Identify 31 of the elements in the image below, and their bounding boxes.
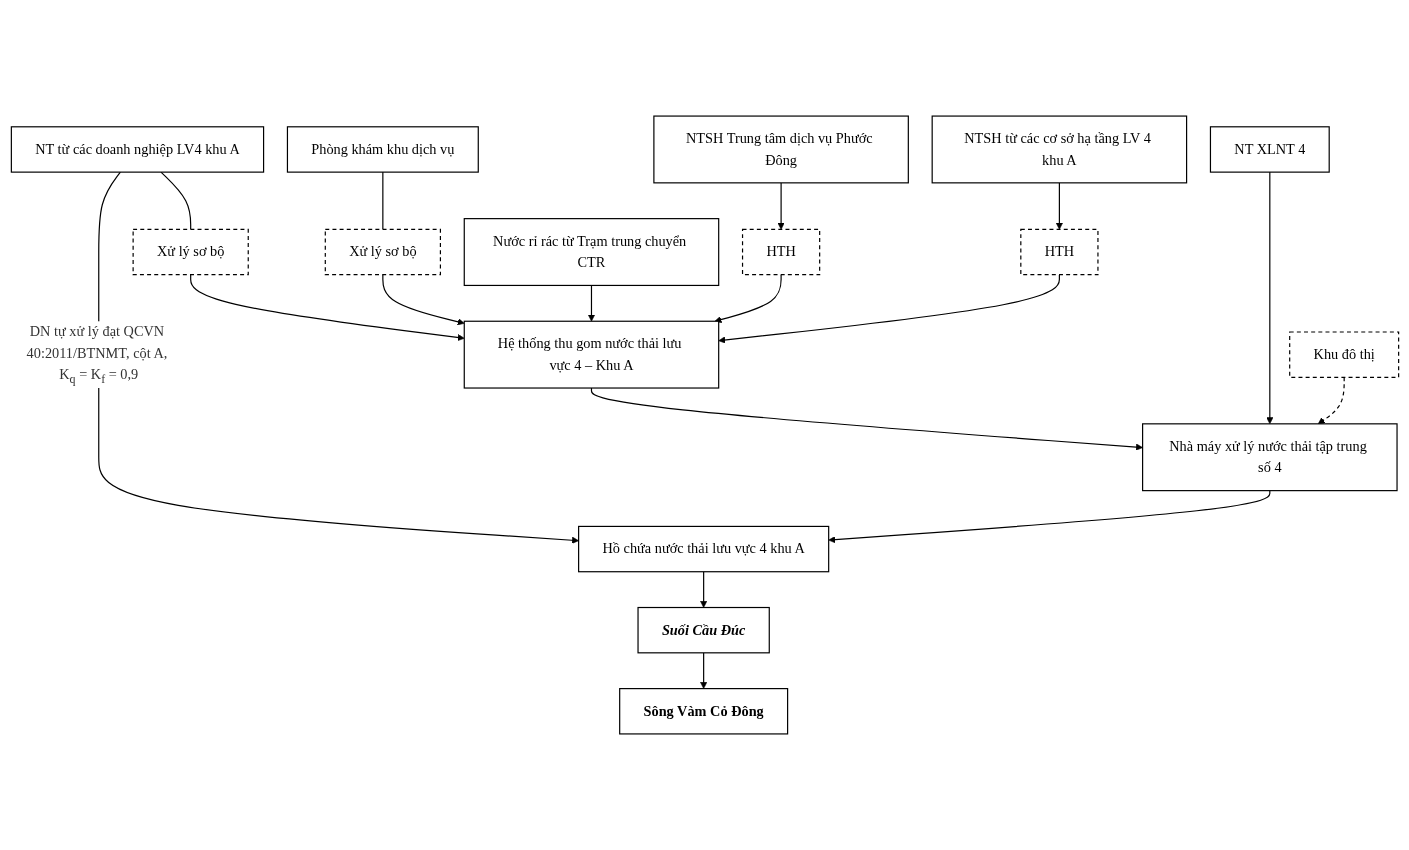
arrow [381,274,465,326]
arrow [777,182,785,230]
connector [381,171,383,230]
arrow [590,387,1143,451]
arrow [699,652,707,689]
node-box: Hồ chứa nước thải lưu vực 4 khu A [577,525,829,573]
node-box: Hệ thống thu gom nước thải lưu vực 4 – Khu A [463,320,719,389]
arrow [1317,376,1345,425]
node-box: Phòng khám khu dịch vụ [286,126,479,173]
node-box: NT XLNT 4 [1209,126,1330,173]
node-box: Suối Cầu Đúc [636,606,770,654]
node-box: NTSH Trung tâm dịch vụ Phước Đông [652,115,909,184]
node-box: HTH [741,228,820,276]
arrow [1265,171,1273,425]
node-box: Nhà máy xử lý nước thải tập trung số 4 [1141,423,1398,492]
arrow [1055,182,1063,230]
arrow [189,274,465,341]
node-box: NT từ các doanh nghiệp LV4 khu A [10,126,264,173]
connector [159,171,191,230]
arrow [714,274,782,323]
edge-label: DN tự xử lý đạt QCVN 40:2011/BTNMT, cột A, K$_{q}$ = K$_{f}$ = 0,9 [26,323,167,386]
arrow [587,284,595,322]
node-box: Xử lý sơ bộ [132,228,249,276]
arrow [97,171,579,544]
node-box: Sông Vàm Cỏ Đông [618,688,788,735]
node-box: Xử lý sơ bộ [324,228,441,276]
node-box: Khu đô thị [1288,331,1399,378]
node-box: NTSH từ các cơ sở hạ tầng LV 4 khu A [931,115,1187,184]
arrow [699,571,707,608]
node-box: Nước rỉ rác từ Trạm trung chuyển CTR [463,218,719,286]
node-box: HTH [1019,228,1099,276]
